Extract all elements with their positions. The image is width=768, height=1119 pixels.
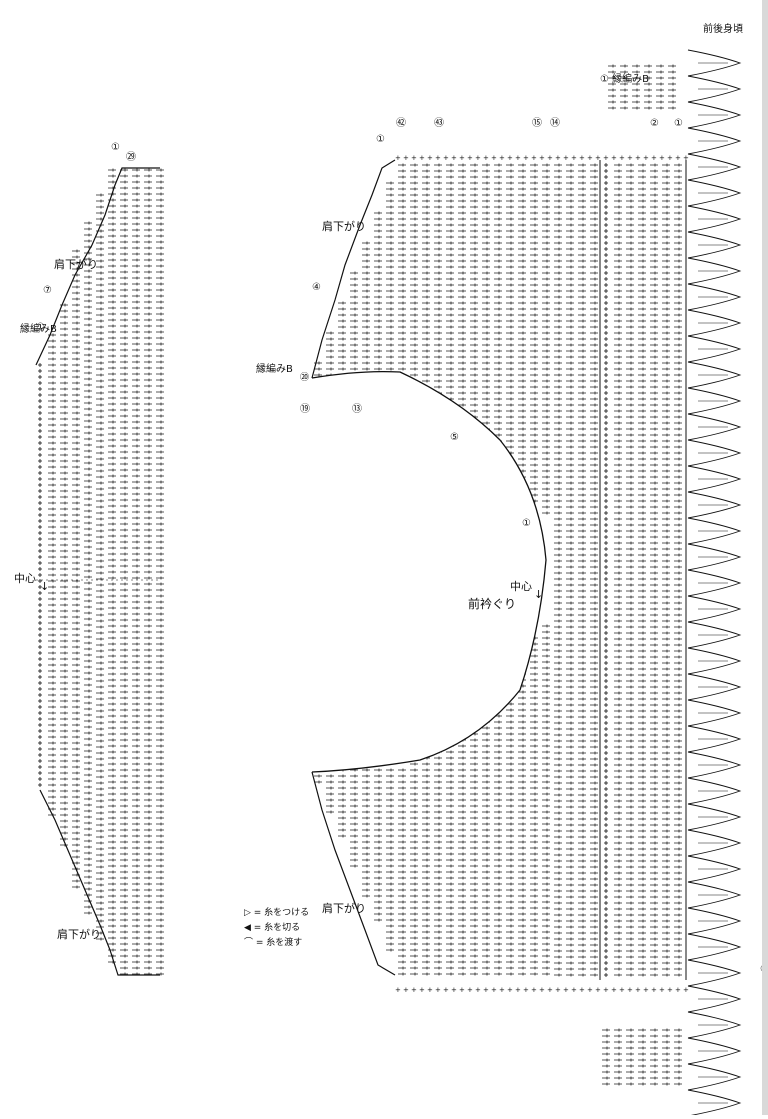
legend-carry: ⌒ = 糸を渡す xyxy=(244,936,302,948)
center-arrow: ↓ xyxy=(40,580,49,593)
front-body-chart: ++++++++++++++++++++++++++++++++++++++++… xyxy=(256,22,768,1115)
legend-cut: ◀ = 糸を切る xyxy=(244,921,300,933)
center-label: 中心 xyxy=(14,572,36,585)
row-marker-29-left: ㉙ xyxy=(126,151,136,163)
row-marker-1-top-left: ① xyxy=(111,142,120,153)
shoulder-slope-outline-bottom xyxy=(40,790,160,975)
row-marker-1-left: ① xyxy=(36,322,45,333)
legend-attach: ▷ = 糸をつける xyxy=(244,906,309,918)
back-yoke-stitch-rows xyxy=(36,169,164,976)
back-yoke-chart: 中心 ↓ 肩下がり 肩下がり 縁編みB ① ⑦ ① ㉙ ▷ = 糸をつける ◀ … xyxy=(14,142,309,976)
shoulder-slope-label-bottom: 肩下がり xyxy=(57,927,101,941)
shoulder-slope-label-top: 肩下がり xyxy=(54,257,98,271)
row-marker-7-left: ⑦ xyxy=(43,285,52,296)
